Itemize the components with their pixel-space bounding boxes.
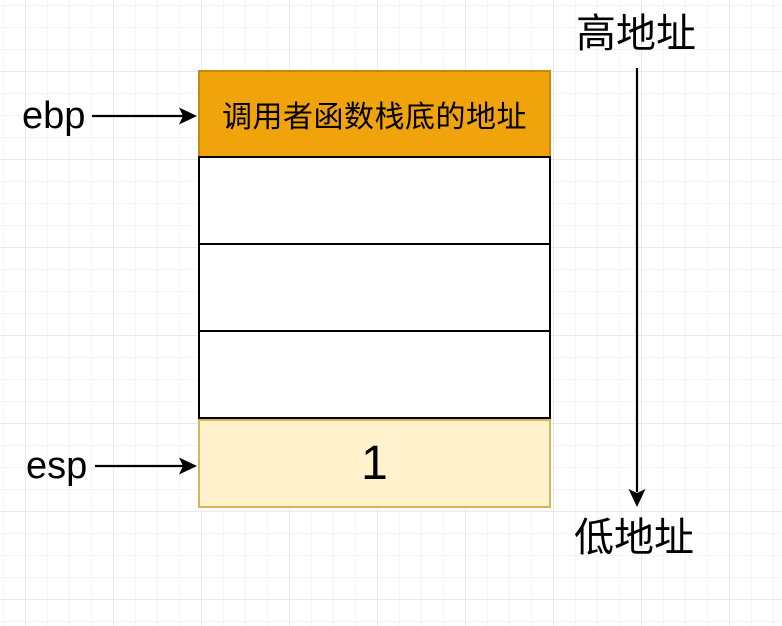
stack-cell-empty-3 bbox=[198, 330, 551, 419]
high-to-low-address-arrow bbox=[628, 68, 646, 507]
stack-cell-top-value-label: 1 bbox=[361, 437, 388, 490]
esp-arrow bbox=[95, 457, 197, 475]
stack-cell-saved-ebp: 调用者函数栈底的地址 bbox=[198, 70, 551, 158]
ebp-register-label: ebp bbox=[22, 95, 86, 137]
stack-cell-saved-ebp-label: 调用者函数栈底的地址 bbox=[222, 101, 527, 134]
low-address-label: 低地址 bbox=[574, 516, 694, 560]
stack-cell-top-value: 1 bbox=[198, 419, 551, 508]
stack-cell-empty-2 bbox=[198, 243, 551, 332]
stack-cell-empty-1 bbox=[198, 156, 551, 245]
high-address-label: 高地址 bbox=[576, 12, 696, 56]
ebp-arrow bbox=[92, 107, 197, 125]
esp-register-label: esp bbox=[26, 445, 88, 487]
